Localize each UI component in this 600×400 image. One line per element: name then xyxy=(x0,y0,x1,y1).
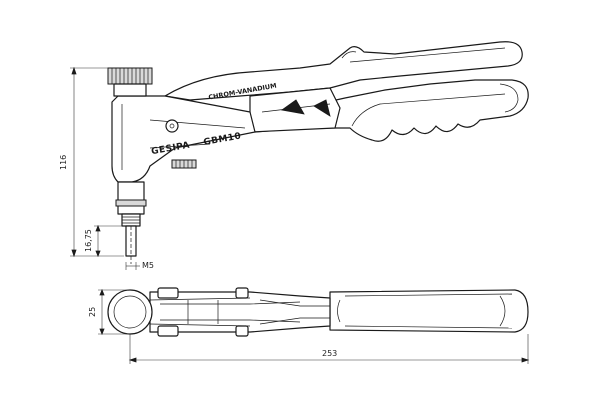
dim-thread: M5 xyxy=(142,261,154,270)
knurled-knob xyxy=(107,67,153,85)
dim-height-total: 116 xyxy=(59,155,68,170)
top-view xyxy=(107,287,529,337)
dim-width-body: 25 xyxy=(88,307,97,317)
pivot-bolt xyxy=(165,119,179,133)
dim-tip-length: 16,75 xyxy=(84,229,93,252)
side-view: CHROM-VANADIUM GESIPA GBM10 xyxy=(107,41,529,264)
upper-handle xyxy=(164,41,523,101)
top-linkage xyxy=(149,291,331,333)
top-view-dimensions: 25 253 xyxy=(88,288,530,364)
nose-piece xyxy=(117,181,145,215)
dim-overall-length: 253 xyxy=(322,349,337,358)
top-handle-grip xyxy=(329,289,529,333)
top-head-circle xyxy=(107,289,153,335)
side-view-dimensions: 116 16,75 M5 xyxy=(59,66,154,270)
